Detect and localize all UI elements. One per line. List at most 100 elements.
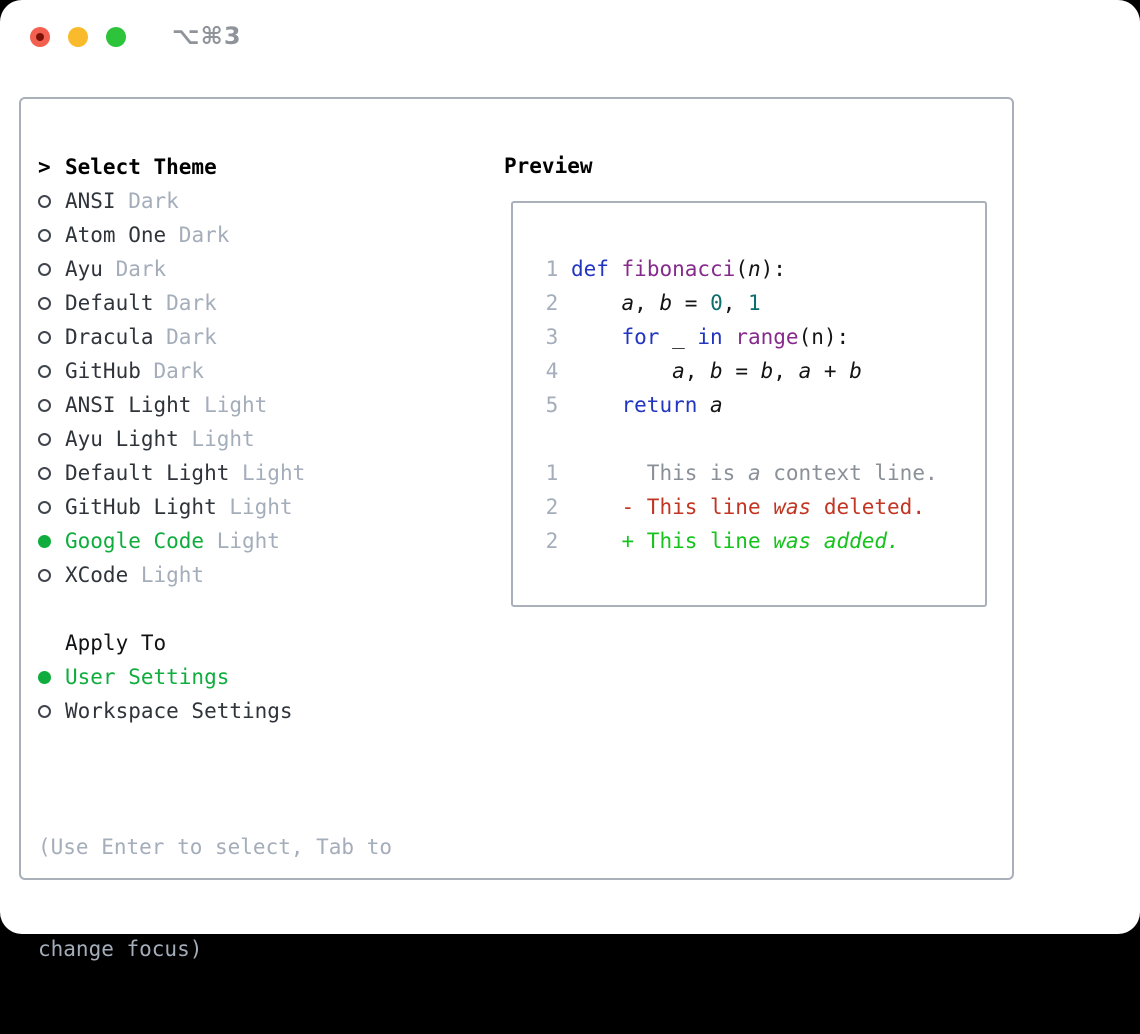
token-add: + This line	[570, 529, 774, 553]
code: 3 for _ in range(n):	[533, 320, 985, 354]
radio-circle	[38, 262, 51, 276]
gap	[558, 427, 571, 451]
token-pl: +	[811, 359, 850, 383]
token-pl	[571, 359, 672, 383]
radio-circle	[38, 398, 51, 412]
token-pl: (	[735, 257, 748, 281]
theme-variant-badge: Dark	[102, 257, 167, 281]
radio-icon	[38, 296, 65, 310]
token-pl: (n):	[798, 325, 850, 349]
line-number: 3	[545, 325, 559, 349]
token-ctxi: a	[747, 461, 761, 485]
radio-circle	[38, 432, 51, 446]
radio-icon	[38, 704, 65, 718]
radio-circle	[38, 466, 51, 480]
theme-name: XCode	[65, 563, 129, 587]
radio-circle	[38, 704, 51, 718]
token-addi: was added.	[773, 529, 900, 553]
code: 5 return a	[533, 388, 985, 422]
token-vr: a	[621, 291, 635, 315]
token-pl: =	[722, 359, 761, 383]
blank	[533, 422, 985, 456]
window-title: ⌥⌘3	[172, 22, 242, 50]
radio-icon	[38, 432, 65, 446]
line-number: 2	[545, 495, 559, 519]
radio-circle	[38, 534, 51, 548]
theme-option-ansi[interactable]: ANSI Dark	[38, 184, 392, 218]
theme-name: Dracula	[65, 325, 154, 349]
token-pl: ):	[760, 257, 786, 281]
token-vr: b	[659, 291, 673, 315]
radio-icon	[38, 466, 65, 480]
theme-name: ANSI Light	[65, 393, 192, 417]
theme-name: GitHub Light	[65, 495, 217, 519]
token-pl	[571, 291, 622, 315]
theme-name: ANSI	[65, 189, 116, 213]
hint-line-2: change focus)	[38, 937, 203, 961]
theme-variant-badge: Dark	[115, 189, 179, 213]
gap	[558, 393, 571, 417]
record-dot-icon	[36, 33, 44, 41]
radio-icon	[38, 330, 65, 344]
hint-line-1: (Use Enter to select, Tab to	[38, 835, 393, 859]
radio-icon	[38, 262, 65, 276]
theme-name: Default	[65, 291, 154, 315]
titlebar: ⌥⌘3	[0, 0, 1140, 74]
token-pl: ,	[722, 291, 749, 315]
token-vr: b	[760, 359, 774, 383]
deleted-line: 2 - This line was deleted.	[533, 490, 985, 524]
theme-variant-badge: Light	[178, 427, 255, 451]
line-number: 5	[545, 393, 559, 417]
theme-variant-badge: Dark	[140, 359, 205, 383]
token-del: - This line	[570, 495, 774, 519]
theme-option-ayu-light[interactable]: Ayu Light Light	[38, 422, 392, 456]
apply-option-workspace-settings[interactable]: Workspace Settings	[38, 694, 392, 728]
token-kw: def	[570, 257, 609, 281]
radio-circle	[38, 670, 51, 684]
theme-option-dracula[interactable]: Dracula Dark	[38, 320, 392, 354]
gap	[558, 257, 571, 281]
line-number: 2	[545, 291, 559, 315]
theme-option-default[interactable]: Default Dark	[38, 286, 392, 320]
close-button[interactable]	[30, 27, 50, 47]
maximize-button[interactable]	[106, 27, 126, 47]
prompt-cursor-icon: >	[38, 155, 51, 179]
token-kw: for	[621, 325, 660, 349]
radio-icon	[38, 194, 65, 208]
spacer	[38, 728, 392, 762]
token-fn: fibonacci	[621, 257, 736, 281]
token-pl	[571, 393, 622, 417]
token-kw: in	[697, 325, 723, 349]
theme-variant-badge: Dark	[153, 291, 217, 315]
token-pl: =	[672, 291, 711, 315]
radio-circle	[38, 296, 51, 310]
token-vr: a	[710, 393, 723, 417]
apply-option-user-settings[interactable]: User Settings	[38, 660, 392, 694]
gap	[558, 291, 571, 315]
theme-option-ayu[interactable]: Ayu Dark	[38, 252, 392, 286]
gap	[558, 359, 571, 383]
theme-option-google-code[interactable]: Google Code Light	[38, 524, 392, 558]
theme-option-github[interactable]: GitHub Dark	[38, 354, 392, 388]
preview-title: Preview	[504, 154, 593, 178]
theme-option-xcode[interactable]: XCode Light	[38, 558, 392, 592]
selected-radio-icon	[38, 670, 65, 684]
theme-option-default-light[interactable]: Default Light Light	[38, 456, 392, 490]
spacer	[38, 592, 392, 626]
added-line: 2 + This line was added.	[533, 524, 985, 558]
theme-name: Google Code	[65, 529, 205, 553]
theme-variant-badge: Dark	[153, 325, 217, 349]
theme-option-ansi-light[interactable]: ANSI Light Light	[38, 388, 392, 422]
context-line: 1 This is a context line.	[533, 456, 985, 490]
theme-option-github-light[interactable]: GitHub Light Light	[38, 490, 392, 524]
radio-circle	[38, 194, 51, 208]
theme-name: Atom One	[65, 223, 167, 247]
theme-option-atom-one[interactable]: Atom One Dark	[38, 218, 392, 252]
minimize-button[interactable]	[68, 27, 88, 47]
token-ctx: This is	[570, 461, 748, 485]
token-pl	[723, 325, 736, 349]
select-theme-title: Select Theme	[65, 155, 217, 179]
